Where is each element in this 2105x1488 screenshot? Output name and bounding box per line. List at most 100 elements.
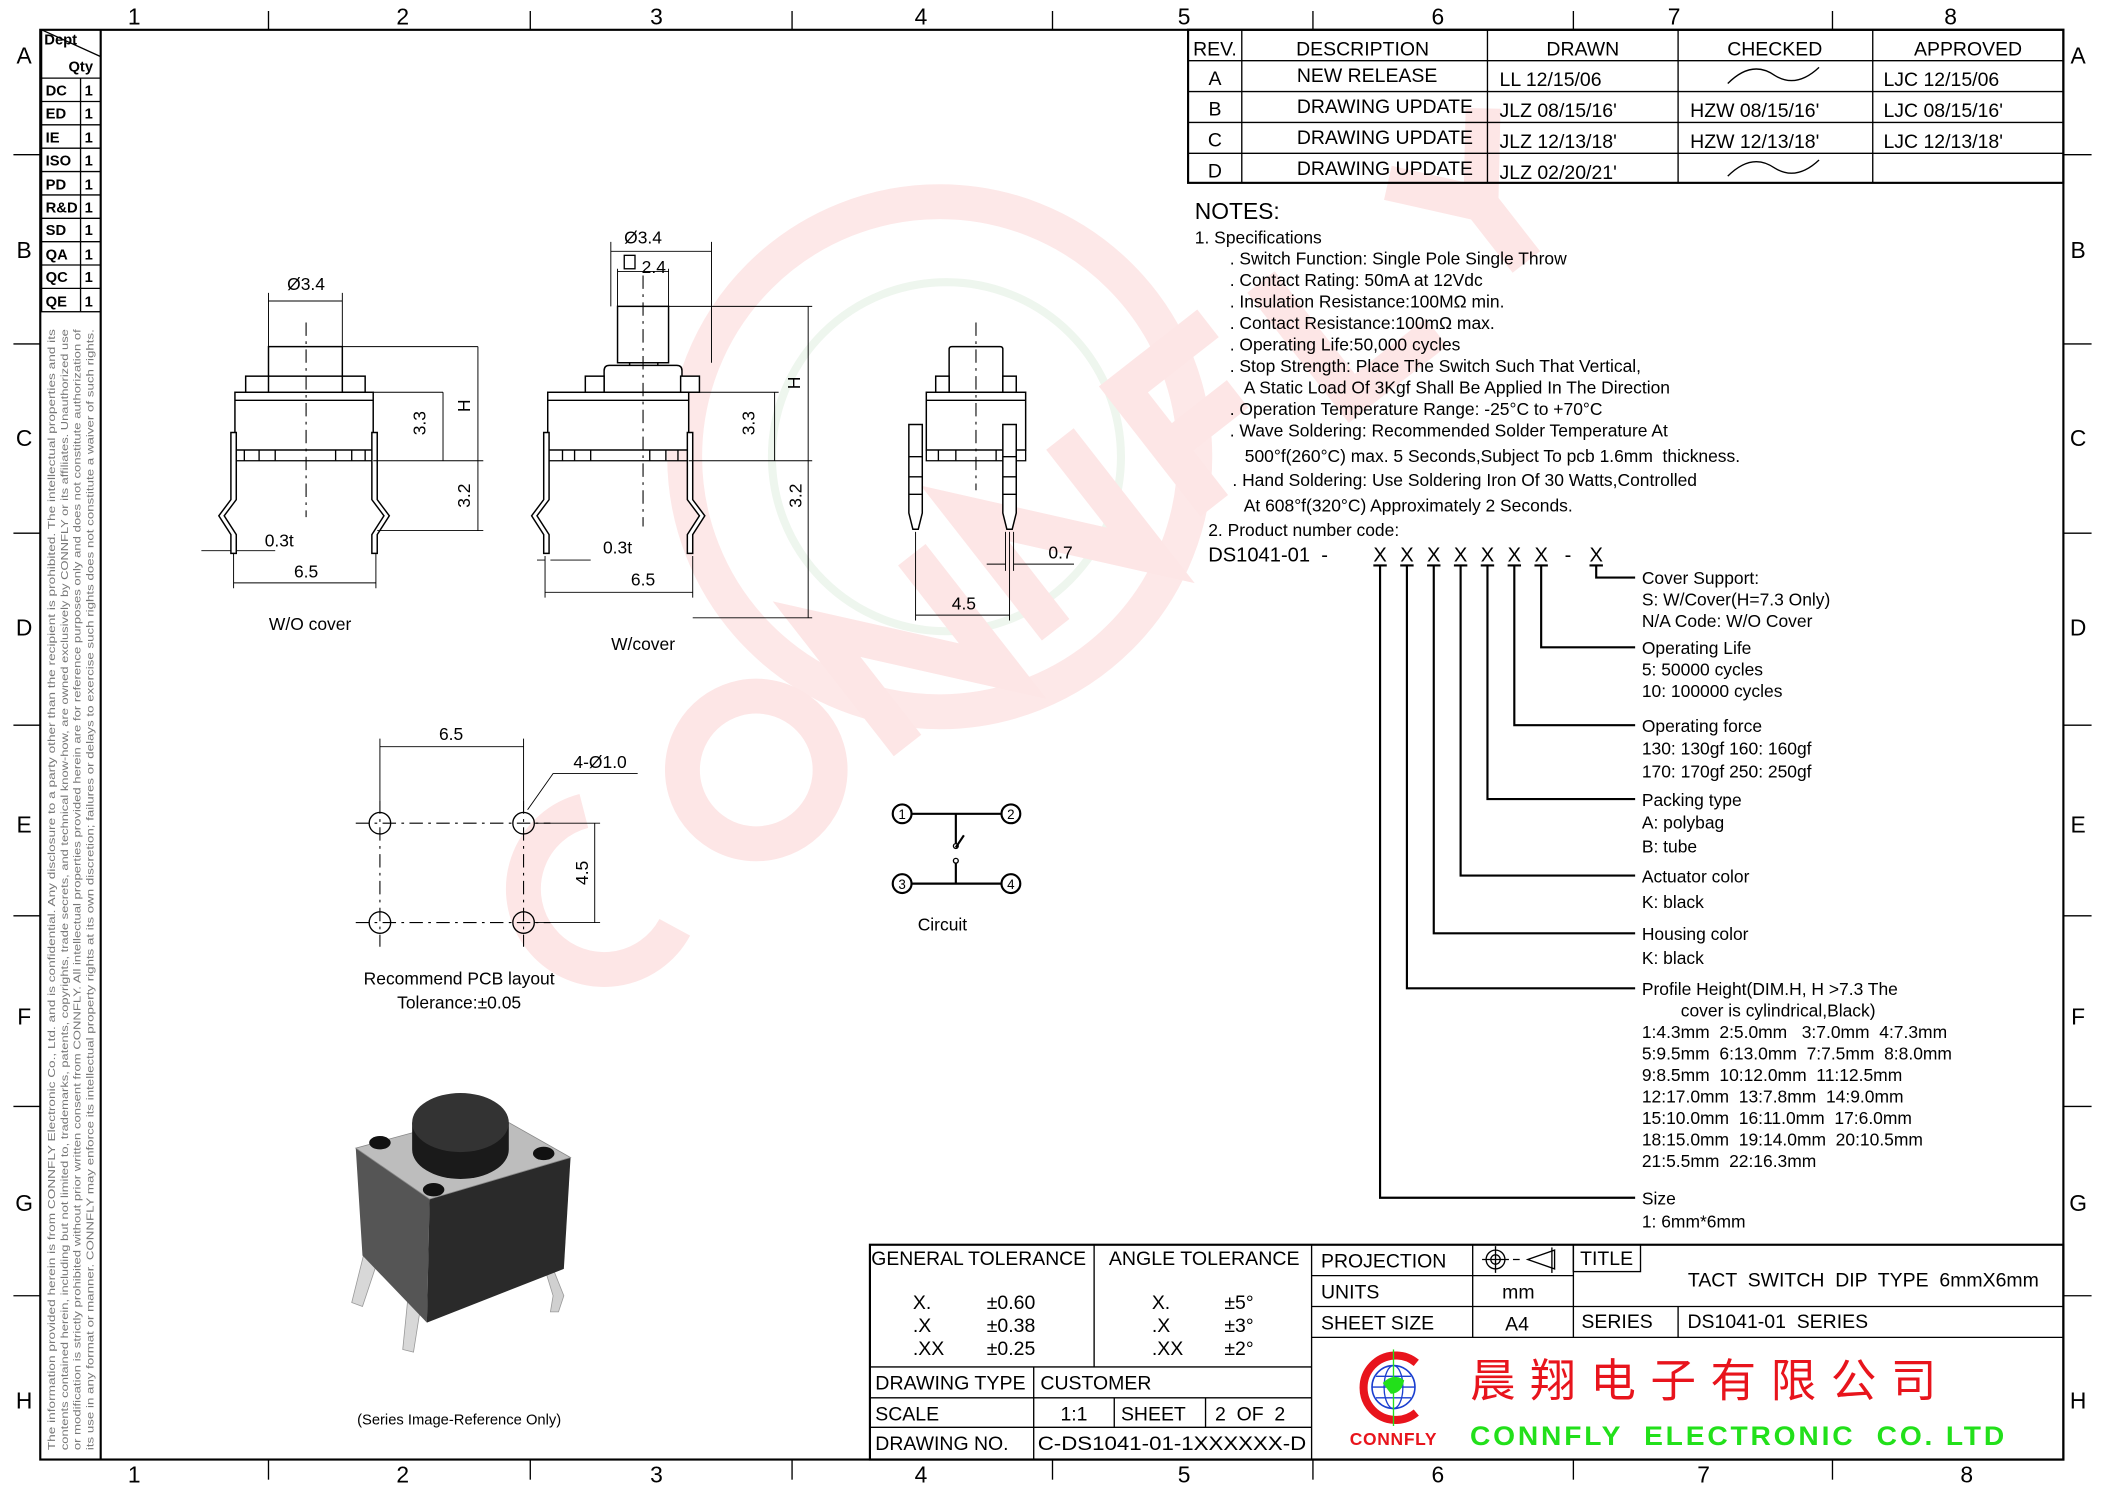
col-label: 1 (128, 3, 141, 29)
tol-value: ±3° (1224, 1315, 1253, 1337)
units-label: UNITS (1321, 1281, 1379, 1303)
pin-number: 2 (1007, 807, 1014, 822)
dim-pitch-x: 6.5 (439, 724, 463, 744)
row-label: A (17, 42, 33, 68)
circuit-diagram: 1 2 3 4 Circuit (891, 803, 1022, 935)
dim-diameter: Ø3.4 (287, 274, 325, 294)
approved-cell: LJC 12/13/18' (1883, 131, 2002, 153)
dept-name: R&D (46, 200, 78, 216)
dim-3-2: 3.2 (785, 484, 805, 508)
disclaimer-line: or modification is strictly prohibited w… (73, 329, 84, 1450)
row-label: F (2071, 1004, 2085, 1030)
disclaimer-line: The information provided herein is from … (47, 329, 58, 1450)
tol-key: .X (913, 1315, 931, 1337)
dept-qty: 1 (85, 106, 93, 122)
pin-number: 1 (898, 807, 905, 822)
description-cell: DRAWING UPDATE (1297, 158, 1473, 180)
pcb-layout: 6.5 4-Ø1.0 4.5 Recommend PCB layout Tole… (355, 724, 638, 1012)
code-slot: X (1400, 544, 1413, 566)
spec-line: At 608°f(320°C) Approximately 2 Seconds. (1235, 496, 1573, 516)
dim-square: 2.4 (642, 257, 667, 277)
dept-name: QC (46, 270, 68, 286)
series-label: SERIES (1581, 1311, 1652, 1333)
legend-line: 1:4.3mm 2:5.0mm 3:7.0mm 4:7.3mm (1642, 1022, 1947, 1042)
spec-line: 500°f(260°C) max. 5 Seconds,Subject To p… (1235, 446, 1740, 466)
legend-title: Packing type (1642, 790, 1742, 810)
view-label: W/cover (611, 634, 675, 654)
code-separator: - (1565, 544, 1572, 566)
spec-line: . Switch Function: Single Pole Single Th… (1230, 249, 1567, 269)
legend-title: Profile Height(DIM.H, H >7.3 The (1642, 979, 1898, 999)
dim-h: H (454, 399, 474, 412)
circuit-label: Circuit (918, 915, 968, 935)
checked-cell: HZW 08/15/16' (1690, 100, 1819, 122)
legend-line: 15:10.0mm 16:11.0mm 17:6.0mm (1642, 1108, 1912, 1128)
units-value: mm (1502, 1281, 1534, 1303)
dept-name: IE (46, 131, 60, 147)
legend-line: 5: 50000 cycles (1642, 660, 1763, 680)
rev-cell: B (1208, 99, 1221, 121)
confidentiality-notice: The information provided herein is from … (47, 329, 96, 1450)
tol-key: .X (1152, 1315, 1170, 1337)
col-label: 3 (650, 1461, 663, 1487)
row-label: D (2070, 614, 2086, 640)
legend-line: B: tube (1642, 837, 1697, 857)
pcb-tolerance: Tolerance:±0.05 (397, 992, 521, 1012)
spec-line: . Insulation Resistance:100MΩ min. (1230, 292, 1505, 312)
legend-line: N/A Code: W/O Cover (1642, 611, 1813, 631)
col-label: 3 (650, 3, 663, 29)
code-slot: X (1454, 544, 1467, 566)
notes-title: NOTES: (1195, 198, 1280, 224)
code-legend: Cover Support: S: W/Cover(H=7.3 Only) N/… (1642, 568, 1952, 1231)
view-without-cover: Ø3.4 H 3.3 3.2 0.3t 6.5 W/O cover (201, 274, 484, 634)
code-slot: X (1373, 544, 1386, 566)
dim-3-2: 3.2 (454, 484, 474, 508)
col-label: 7 (1668, 3, 1681, 29)
spec-line: . Operating Life:50,000 cycles (1230, 335, 1461, 355)
spec-line: A Static Load Of 3Kgf Shall Be Applied I… (1235, 378, 1670, 398)
dim-width: 6.5 (294, 562, 318, 582)
pin-number: 4 (1007, 877, 1015, 892)
row-label: G (2069, 1190, 2087, 1216)
dept-name: ED (46, 106, 67, 122)
tol-key: .XX (913, 1338, 944, 1360)
disclaimer-line: contents contained herein, including but… (60, 329, 71, 1450)
row-label: A (2071, 42, 2087, 68)
col-label: 2 (396, 3, 409, 29)
row-label: B (2071, 237, 2086, 263)
dim-thickness: 0.3t (603, 537, 632, 557)
pin-number: 3 (898, 877, 905, 892)
approved-header: APPROVED (1914, 38, 2022, 60)
watermark-letters (505, 108, 1541, 987)
dept-qty: 1 (85, 153, 93, 169)
signature-mark (1727, 159, 1820, 177)
dim-pin-width: 0.7 (1048, 543, 1072, 563)
dept-qty: 1 (85, 178, 93, 194)
description-cell: DRAWING UPDATE (1297, 96, 1473, 118)
sheet-size-label: SHEET SIZE (1321, 1312, 1434, 1334)
drawing-no-label: DRAWING NO. (875, 1433, 1008, 1455)
approved-cell: LJC 12/15/06 (1883, 69, 1999, 91)
dept-name: QE (46, 294, 67, 310)
photo-caption: (Series Image-Reference Only) (357, 1413, 561, 1429)
tol-value: ±0.25 (987, 1338, 1036, 1360)
dim-diameter: Ø3.4 (624, 227, 662, 247)
angle-tolerance-label: ANGLE TOLERANCE (1109, 1248, 1300, 1270)
legend-line: 170: 170gf 250: 250gf (1642, 762, 1812, 782)
dept-qty: 1 (85, 247, 93, 263)
checked-cell: HZW 12/13/18' (1690, 131, 1819, 153)
legend-line: 5:9.5mm 6:13.0mm 7:7.5mm 8:8.0mm (1642, 1043, 1952, 1063)
title-label: TITLE (1580, 1248, 1633, 1270)
company-name-en: CONNFLY ELECTRONIC CO. LTD (1470, 1421, 2007, 1451)
drawn-header: DRAWN (1546, 38, 1619, 60)
drawn-cell: JLZ 12/13/18' (1500, 131, 1617, 153)
legend-line: cover is cylindrical,Black) (1681, 1001, 1876, 1021)
title-block: GENERAL TOLERANCE ANGLE TOLERANCE X.±0.6… (868, 1243, 2065, 1461)
legend-line: 18:15.0mm 19:14.0mm 20:10.5mm (1642, 1129, 1923, 1149)
legend-title: Housing color (1642, 924, 1749, 944)
legend-line: 9:8.5mm 10:12.0mm 11:12.5mm (1642, 1065, 1902, 1085)
spec-line: . Wave Soldering: Recommended Solder Tem… (1230, 421, 1668, 441)
legend-line: S: W/Cover(H=7.3 Only) (1642, 590, 1830, 610)
notes-section: 2. Product number code: (1208, 520, 1399, 540)
